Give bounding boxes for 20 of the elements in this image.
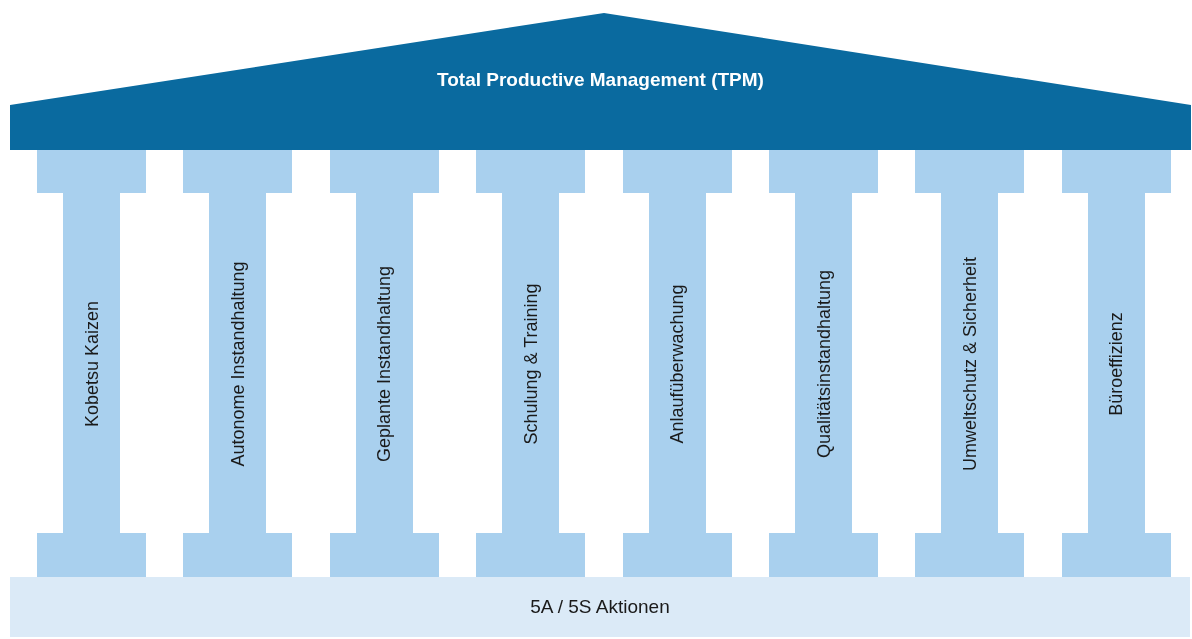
pillar-label: Anlaufüberwachung: [666, 283, 688, 444]
pillar: [329, 150, 439, 577]
pillar: [183, 150, 293, 577]
foundation-band: [10, 577, 1190, 637]
foundation-label: 5A / 5S Aktionen: [530, 596, 670, 618]
pillar: [915, 150, 1025, 577]
roof-title: Total Productive Management (TPM): [436, 69, 765, 91]
pillar-label: Geplante Instandhaltung: [373, 265, 395, 462]
pillar-label: Autonome Instandhaltung: [227, 260, 249, 467]
pillar-label: Umweltschutz & Sicherheit: [959, 256, 981, 471]
roof-shape: [10, 13, 1191, 150]
pillar-label: Schulung & Training: [520, 282, 542, 445]
pillar-label: Kobetsu Kaizen: [81, 300, 102, 427]
pillar: [769, 150, 878, 577]
pillar: [476, 150, 586, 577]
pillar: [1061, 150, 1171, 577]
pillar-label: Qualitätsinstandhaltung: [813, 269, 834, 458]
pillar-label: Büroeffizienz: [1105, 311, 1127, 416]
pillar: [622, 150, 732, 577]
pillar: [37, 150, 146, 577]
